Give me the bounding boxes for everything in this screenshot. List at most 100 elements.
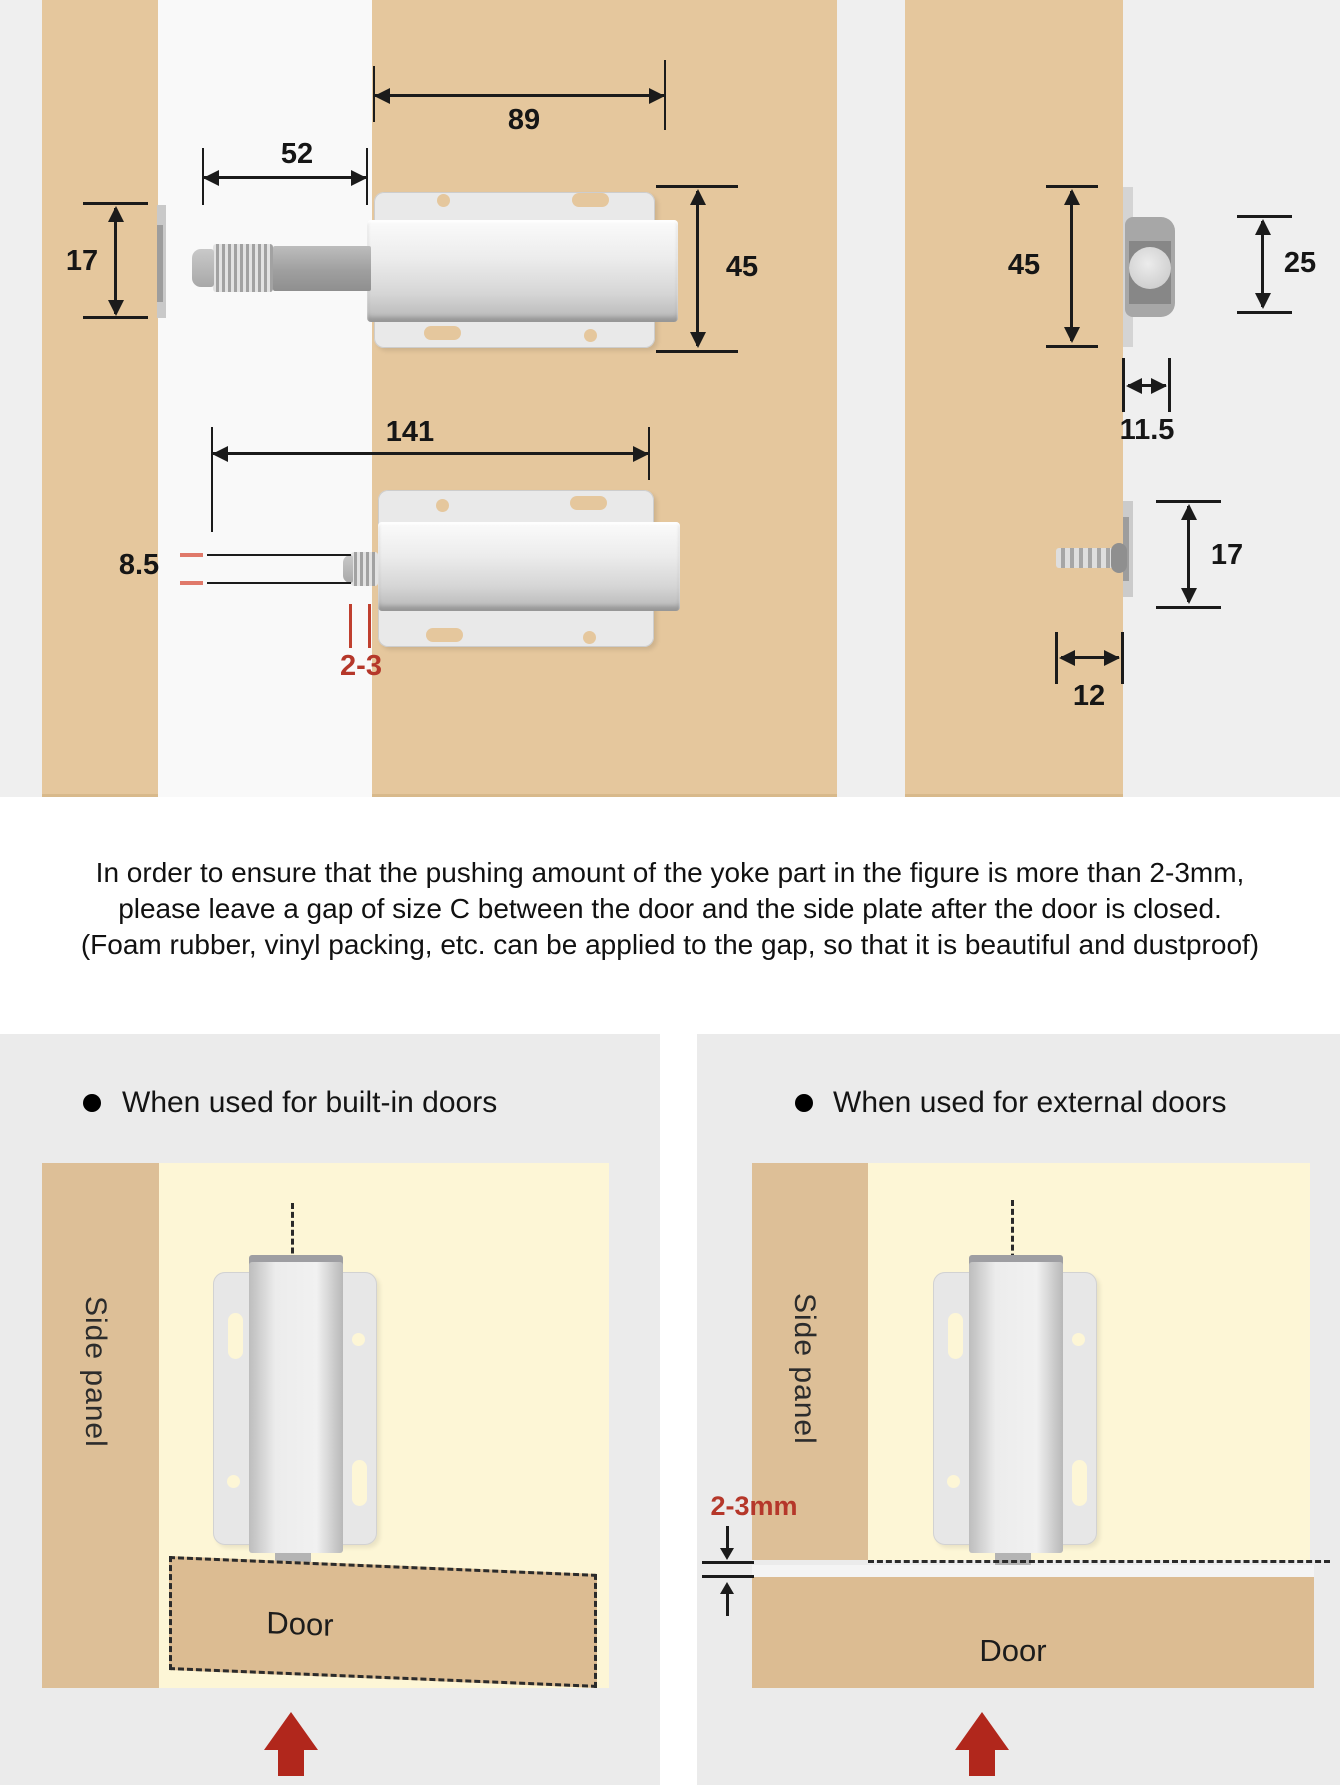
- dim-52-line: [203, 176, 367, 179]
- gap-tick: [702, 1575, 754, 1578]
- dim-17s-tick: [1156, 606, 1221, 609]
- arrowhead-icon: [1064, 189, 1080, 205]
- dim-8-5-line: [207, 582, 351, 584]
- arrowhead-icon: [1255, 219, 1271, 235]
- push-arrow-icon: [955, 1712, 1009, 1750]
- dim-52-label: 52: [280, 138, 314, 170]
- screw-slot-icon: [572, 193, 609, 207]
- dim-25-line: [1261, 221, 1264, 307]
- dim-11-5-tick: [1168, 358, 1171, 412]
- usage-heading-built-in: When used for built-in doors: [122, 1086, 498, 1119]
- arrowhead-icon: [690, 189, 706, 205]
- latch-body: [367, 220, 678, 322]
- dim-8-5-red-tick: [180, 553, 203, 557]
- door-label: Door: [266, 1605, 334, 1643]
- dim-45-label: 45: [725, 251, 759, 283]
- bullet-icon: [795, 1094, 813, 1112]
- dim-45f-label: 45: [1007, 249, 1041, 281]
- gap-2-3mm-label: 2-3mm: [710, 1491, 798, 1521]
- door-built-in: Door: [169, 1556, 597, 1688]
- dim-8-5-red-tick: [180, 581, 203, 585]
- dim-17s-line: [1187, 506, 1190, 602]
- screw-head-icon: [1111, 543, 1127, 573]
- plunger-retracted-tip: [351, 552, 378, 586]
- usage-panel-external: When used for external doors Side panel …: [697, 1034, 1340, 1785]
- dim-2-3-tick: [349, 604, 352, 648]
- door-label: Door: [979, 1633, 1047, 1668]
- screw-hole-icon: [227, 1475, 240, 1488]
- arrowhead-icon: [351, 170, 367, 186]
- plunger-shaft: [273, 246, 371, 291]
- dim-25-label: 25: [1283, 247, 1317, 279]
- screw-slot-icon: [228, 1313, 243, 1359]
- arrowhead-icon: [1104, 650, 1120, 666]
- gap-arrow-line: [726, 1526, 729, 1550]
- dim-25-tick: [1237, 311, 1292, 314]
- dim-89-line: [374, 94, 665, 97]
- screw-hole-icon: [436, 499, 449, 512]
- side-panel-wood: [42, 1163, 159, 1688]
- arrowhead-icon: [212, 446, 228, 462]
- arrowhead-icon: [1126, 378, 1142, 394]
- wood-cabinet-panel: [372, 0, 837, 797]
- dim-8-5-label: 8.5: [118, 549, 160, 581]
- note-line-3: (Foam rubber, vinyl packing, etc. can be…: [80, 929, 1260, 960]
- magnet-button-icon: [1129, 247, 1171, 289]
- dim-2-3-label: 2-3: [340, 650, 382, 682]
- dim-45f-line: [1070, 191, 1073, 341]
- arrowhead-icon: [633, 446, 649, 462]
- arrowhead-icon: [1255, 293, 1271, 309]
- dim-52-tick: [366, 148, 368, 205]
- screw-icon: [1056, 548, 1116, 568]
- arrowhead-icon: [1059, 650, 1075, 666]
- note-line-1: In order to ensure that the pushing amou…: [95, 857, 1245, 888]
- dim-8-5-line: [207, 554, 351, 556]
- screw-slot-icon: [570, 496, 607, 510]
- push-arrow-stem: [278, 1750, 304, 1776]
- dim-11-5-line: [1128, 384, 1166, 387]
- plunger-ribbed-tip: [213, 244, 273, 292]
- dim-2-3-tick: [368, 604, 371, 648]
- screw-slot-icon: [352, 1460, 367, 1506]
- dim-17s-tick: [1156, 500, 1221, 503]
- screw-slot-icon: [948, 1313, 963, 1359]
- wood-side-panel-right: [905, 0, 1123, 797]
- screw-hole-icon: [947, 1475, 960, 1488]
- latch-body: [378, 522, 680, 611]
- dim-45f-tick: [1046, 345, 1098, 348]
- gap-strip: [752, 1565, 1314, 1577]
- dim-141-line: [212, 452, 649, 455]
- plunger-rubber-cap: [343, 555, 353, 583]
- dim-141-tick: [211, 427, 213, 532]
- screw-slot-icon: [1072, 1460, 1087, 1506]
- dimension-diagram-section: 89 52 17 45 141: [0, 0, 1340, 797]
- dim-12-line: [1061, 656, 1119, 659]
- screw-slot-icon: [426, 628, 463, 642]
- wood-door-panel: [42, 0, 158, 797]
- arrowhead-icon: [1151, 378, 1167, 394]
- screw-hole-icon: [584, 329, 597, 342]
- note-line-2: please leave a gap of size C between the…: [118, 893, 1222, 924]
- screw-hole-icon: [437, 194, 450, 207]
- dim-45-tick: [656, 350, 738, 353]
- closing-line-dashed: [868, 1560, 1330, 1563]
- dim-89-tick: [664, 60, 666, 130]
- side-panel-label: Side panel: [788, 1293, 821, 1445]
- dim-17-label: 17: [65, 245, 99, 277]
- arrowhead-icon: [108, 206, 124, 222]
- dim-141-label: 141: [385, 416, 435, 448]
- dim-17-line: [114, 208, 117, 314]
- dim-17s-label: 17: [1210, 539, 1244, 571]
- arrowhead-icon: [1181, 588, 1197, 604]
- dim-45-line: [696, 191, 699, 346]
- side-panel-label: Side panel: [79, 1296, 112, 1448]
- push-arrow-icon: [264, 1712, 318, 1750]
- usage-heading-external: When used for external doors: [833, 1086, 1227, 1119]
- dim-25-tick: [1237, 215, 1292, 218]
- arrowhead-icon: [108, 300, 124, 316]
- bullet-icon: [83, 1094, 101, 1112]
- dim-17-tick: [83, 202, 148, 205]
- arrowhead-icon: [1181, 504, 1197, 520]
- arrowhead-icon: [649, 88, 665, 104]
